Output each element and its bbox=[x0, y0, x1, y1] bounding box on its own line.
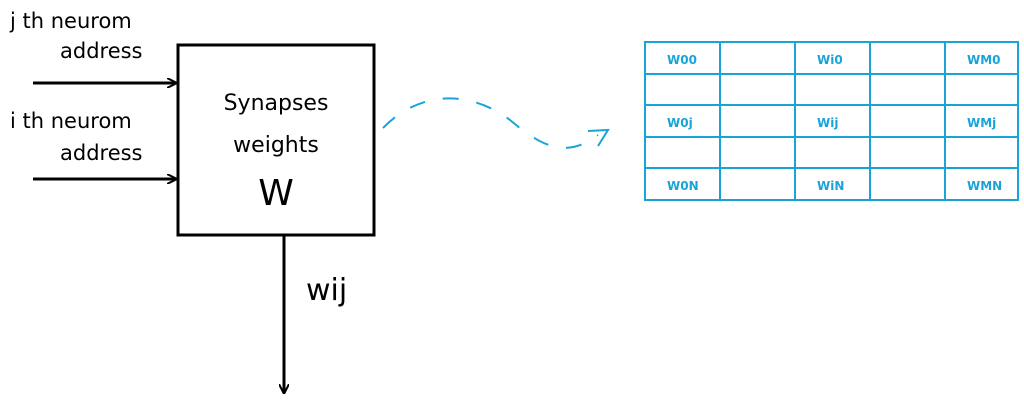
matrix-cell bbox=[794, 73, 871, 106]
matrix-cell bbox=[644, 73, 721, 106]
box-title-line1: Synapses bbox=[224, 91, 329, 116]
dashed-connector bbox=[382, 97, 599, 149]
output-label: wij bbox=[306, 273, 347, 308]
matrix-cell bbox=[719, 136, 796, 169]
matrix-cell-label: W0N bbox=[667, 179, 699, 193]
matrix-cell bbox=[869, 73, 946, 106]
matrix-cell bbox=[719, 41, 796, 75]
matrix-cell-label: W0j bbox=[667, 116, 693, 130]
box-title-line2: weights bbox=[233, 133, 319, 158]
i-input-label-line2: address bbox=[60, 141, 143, 165]
matrix-cell-label: WMj bbox=[967, 116, 996, 130]
box-title-line3: W bbox=[258, 173, 294, 214]
i-input-label-line1: i th neurom bbox=[10, 109, 132, 133]
matrix-cell bbox=[944, 73, 1019, 106]
matrix-cell-label: Wi0 bbox=[817, 53, 843, 67]
matrix-cell-label: W00 bbox=[667, 53, 697, 67]
matrix-cell bbox=[644, 136, 721, 169]
matrix-cell-label: Wij bbox=[817, 116, 838, 130]
matrix-cell-label: WiN bbox=[817, 179, 844, 193]
matrix-cell bbox=[719, 104, 796, 138]
matrix-cell-label: WMN bbox=[967, 179, 1002, 193]
matrix-cell bbox=[869, 167, 946, 201]
matrix-cell bbox=[719, 167, 796, 201]
j-input-label-line1: j th neurom bbox=[9, 9, 132, 33]
matrix-cell bbox=[869, 136, 946, 169]
matrix-cell bbox=[869, 104, 946, 138]
j-input-label-line2: address bbox=[60, 39, 143, 63]
matrix-cell-label: WM0 bbox=[967, 53, 1001, 67]
matrix-cell bbox=[794, 136, 871, 169]
dashed-connector-arrowhead bbox=[587, 128, 610, 147]
matrix-cell bbox=[944, 167, 1019, 201]
synapse-weights-box bbox=[176, 43, 376, 237]
matrix-cell bbox=[869, 41, 946, 75]
matrix-cell bbox=[719, 73, 796, 106]
matrix-cell bbox=[944, 136, 1019, 169]
